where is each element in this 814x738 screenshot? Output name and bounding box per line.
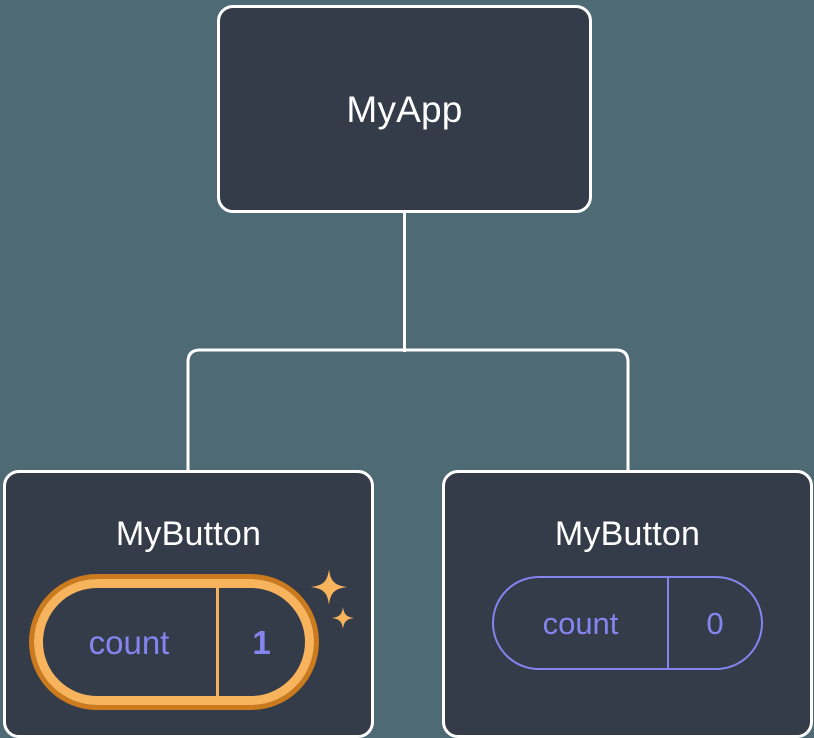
edge-split-bus bbox=[186, 348, 630, 470]
node-mybutton-left[interactable]: MyButton count 1 bbox=[3, 470, 374, 738]
state-pill-highlighted[interactable]: count 1 bbox=[24, 569, 354, 710]
node-myapp[interactable]: MyApp bbox=[217, 5, 592, 213]
state-pill[interactable]: count 0 bbox=[492, 576, 763, 670]
state-value-label: 0 bbox=[667, 578, 761, 668]
node-mybutton-right[interactable]: MyButton count 0 bbox=[442, 470, 813, 738]
node-title: MyButton bbox=[115, 515, 262, 553]
state-value-label: 1 bbox=[215, 588, 305, 696]
state-key-label: count bbox=[88, 623, 170, 661]
highlight-ring-inner: count 1 bbox=[33, 579, 314, 705]
highlight-ring-outer bbox=[28, 574, 319, 710]
node-title: MyApp bbox=[346, 88, 463, 130]
state-pill-border: count 0 bbox=[492, 576, 763, 670]
node-title: MyButton bbox=[554, 515, 701, 553]
state-key-label: count bbox=[542, 605, 619, 641]
